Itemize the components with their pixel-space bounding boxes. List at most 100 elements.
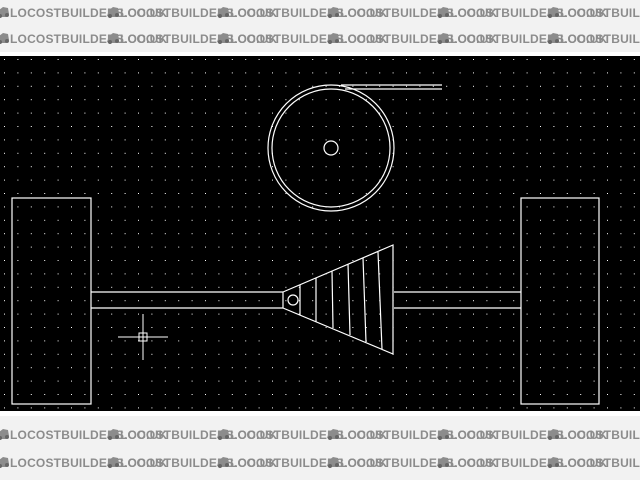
grid-dot bbox=[205, 166, 206, 168]
grid-dot bbox=[540, 340, 541, 342]
cad-drawing-canvas[interactable] bbox=[0, 56, 640, 411]
grid-dot bbox=[607, 367, 608, 369]
grid-dot bbox=[419, 85, 421, 87]
grid-dot bbox=[499, 367, 501, 369]
grid-dot bbox=[312, 193, 314, 194]
grid-dot bbox=[325, 85, 327, 87]
grid-dot bbox=[97, 126, 99, 127]
grid-dot bbox=[245, 112, 247, 114]
grid-dot bbox=[4, 394, 5, 395]
grid-dot bbox=[17, 193, 19, 194]
watermark-text: LOCOSTBUILDERS.CO.UK bbox=[230, 456, 388, 470]
cone-pulley-icon[interactable] bbox=[282, 244, 394, 355]
grid-dot bbox=[566, 407, 568, 409]
grid-dot bbox=[566, 193, 568, 194]
belt-line[interactable] bbox=[341, 84, 442, 90]
grid-dot bbox=[325, 139, 327, 141]
grid-dot bbox=[553, 152, 555, 154]
grid-dot bbox=[272, 273, 273, 275]
grid-dot bbox=[419, 353, 421, 355]
grid-dot bbox=[138, 166, 139, 168]
grid-dot bbox=[178, 139, 180, 141]
grid-dot bbox=[607, 353, 608, 355]
grid-dot bbox=[191, 152, 193, 154]
grid-dot bbox=[607, 340, 608, 342]
grid-dot bbox=[432, 206, 434, 208]
grid-dot bbox=[620, 152, 622, 154]
grid-dot bbox=[245, 59, 247, 60]
grid-dot bbox=[379, 112, 381, 114]
grid-dot bbox=[446, 72, 448, 74]
grid-dot bbox=[499, 233, 501, 235]
grid-dot bbox=[459, 166, 461, 168]
grid-dot bbox=[526, 85, 528, 87]
grid-dot bbox=[580, 206, 582, 208]
grid-dot bbox=[446, 219, 448, 221]
pulley-outer-circle bbox=[267, 84, 395, 212]
grid-dot bbox=[30, 353, 32, 355]
grid-dot bbox=[312, 219, 314, 221]
grid-dot bbox=[580, 340, 582, 342]
grid-dot bbox=[486, 340, 488, 342]
grid-dot bbox=[339, 152, 340, 154]
watermark-item: LOCOSTBUILDERS.CO.UK bbox=[436, 6, 607, 20]
grid-dot bbox=[339, 112, 340, 114]
grid-dot bbox=[164, 407, 166, 409]
grid-dot bbox=[178, 367, 180, 369]
grid-dot bbox=[607, 246, 608, 248]
grid-dot bbox=[580, 112, 582, 114]
grid-dot bbox=[486, 273, 488, 275]
grid-dot bbox=[499, 99, 501, 101]
grid-dot bbox=[97, 246, 99, 248]
watermark-text: LOCOSTBUILDERS.CO.UK bbox=[340, 6, 498, 20]
grid-dot bbox=[419, 112, 421, 114]
grid-dot bbox=[17, 112, 19, 114]
grid-dot bbox=[580, 394, 582, 395]
grid-dot bbox=[379, 179, 381, 181]
grid-dot bbox=[57, 286, 59, 288]
grid-dot bbox=[30, 179, 32, 181]
grid-dot bbox=[459, 179, 461, 181]
pulley-wheel-icon[interactable] bbox=[267, 84, 395, 212]
grid-dot bbox=[124, 327, 126, 328]
grid-dot bbox=[298, 367, 300, 369]
grid-dot bbox=[406, 286, 407, 288]
car-logo-icon bbox=[547, 457, 559, 468]
grid-dot bbox=[44, 179, 46, 181]
grid-dot bbox=[352, 179, 354, 181]
grid-dot bbox=[540, 99, 541, 101]
grid-dot bbox=[272, 166, 273, 168]
grid-dot bbox=[446, 233, 448, 235]
grid-dot bbox=[446, 152, 448, 154]
grid-dot bbox=[151, 300, 153, 302]
grid-dot bbox=[526, 313, 528, 315]
grid-dot bbox=[459, 246, 461, 248]
grid-dot bbox=[30, 193, 32, 194]
grid-dot bbox=[218, 273, 220, 275]
grid-dot bbox=[138, 152, 139, 154]
grid-dot bbox=[473, 327, 474, 328]
grid-dot bbox=[4, 327, 5, 328]
grid-dot bbox=[339, 166, 340, 168]
grid-dot bbox=[379, 394, 381, 395]
grid-dot bbox=[486, 179, 488, 181]
grid-dot bbox=[526, 219, 528, 221]
grid-dot bbox=[231, 206, 233, 208]
grid-dot bbox=[164, 380, 166, 382]
grid-dot bbox=[392, 206, 394, 208]
watermark-text: LOCOSTBUILDERS.CO.UK bbox=[340, 428, 498, 442]
grid-dot bbox=[406, 313, 407, 315]
grid-dot bbox=[473, 367, 474, 369]
grid-dot bbox=[352, 260, 354, 261]
grid-dot bbox=[593, 126, 595, 127]
grid-dot bbox=[633, 72, 635, 74]
axle-shaft[interactable] bbox=[91, 291, 521, 309]
grid-dot bbox=[312, 233, 314, 235]
grid-dot bbox=[607, 206, 608, 208]
grid-dot bbox=[526, 126, 528, 127]
grid-dot bbox=[553, 353, 555, 355]
grid-dot bbox=[272, 260, 273, 261]
grid-dot bbox=[272, 179, 273, 181]
left-wheel[interactable] bbox=[11, 197, 92, 405]
right-wheel[interactable] bbox=[520, 197, 600, 405]
